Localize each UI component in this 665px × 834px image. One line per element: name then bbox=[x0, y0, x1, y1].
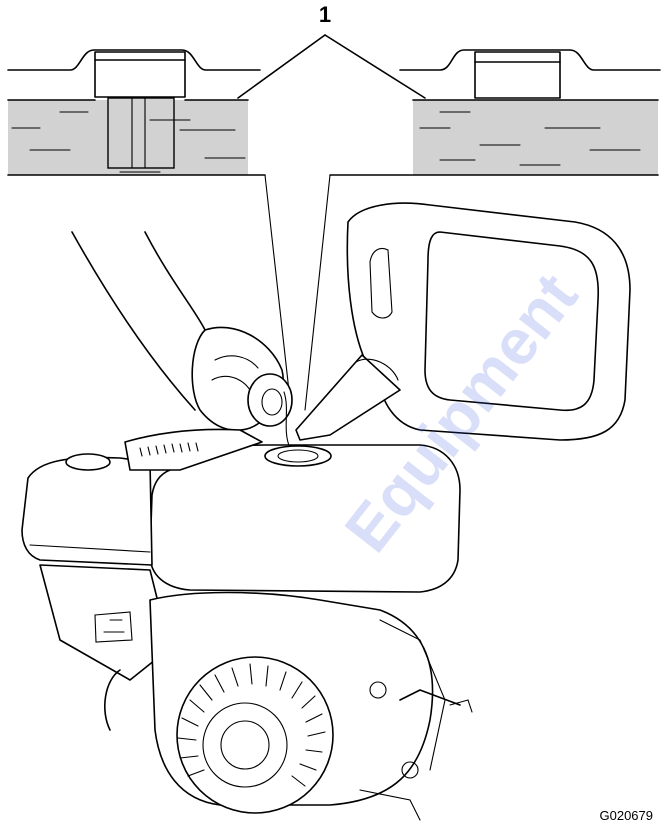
recoil-starter bbox=[177, 657, 333, 813]
dipstick bbox=[108, 98, 174, 168]
callout-number: 1 bbox=[314, 2, 336, 28]
left-inset bbox=[8, 50, 265, 175]
hand-with-cap bbox=[72, 232, 292, 448]
figure-id: G020679 bbox=[600, 808, 654, 823]
right-oil-level bbox=[413, 100, 658, 175]
oil-filler-neck bbox=[265, 446, 331, 466]
